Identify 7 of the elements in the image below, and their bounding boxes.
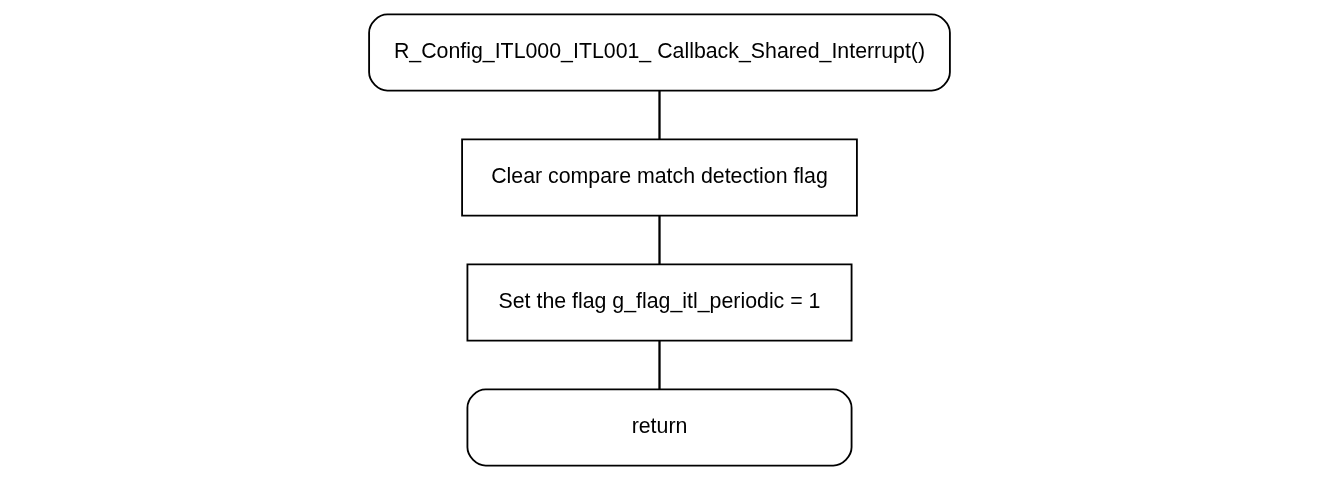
connector [658,340,661,389]
node-box: return [466,388,853,467]
connector [658,90,661,139]
node-box: Set the flag g_flag_itl_periodic = 1 [466,263,853,342]
connector [658,215,661,264]
node-box: R_Config_ITL000_ITL001_ Callback_Shared_Interrupt() [368,13,951,92]
node-box: Clear compare match detection flag [461,138,858,217]
